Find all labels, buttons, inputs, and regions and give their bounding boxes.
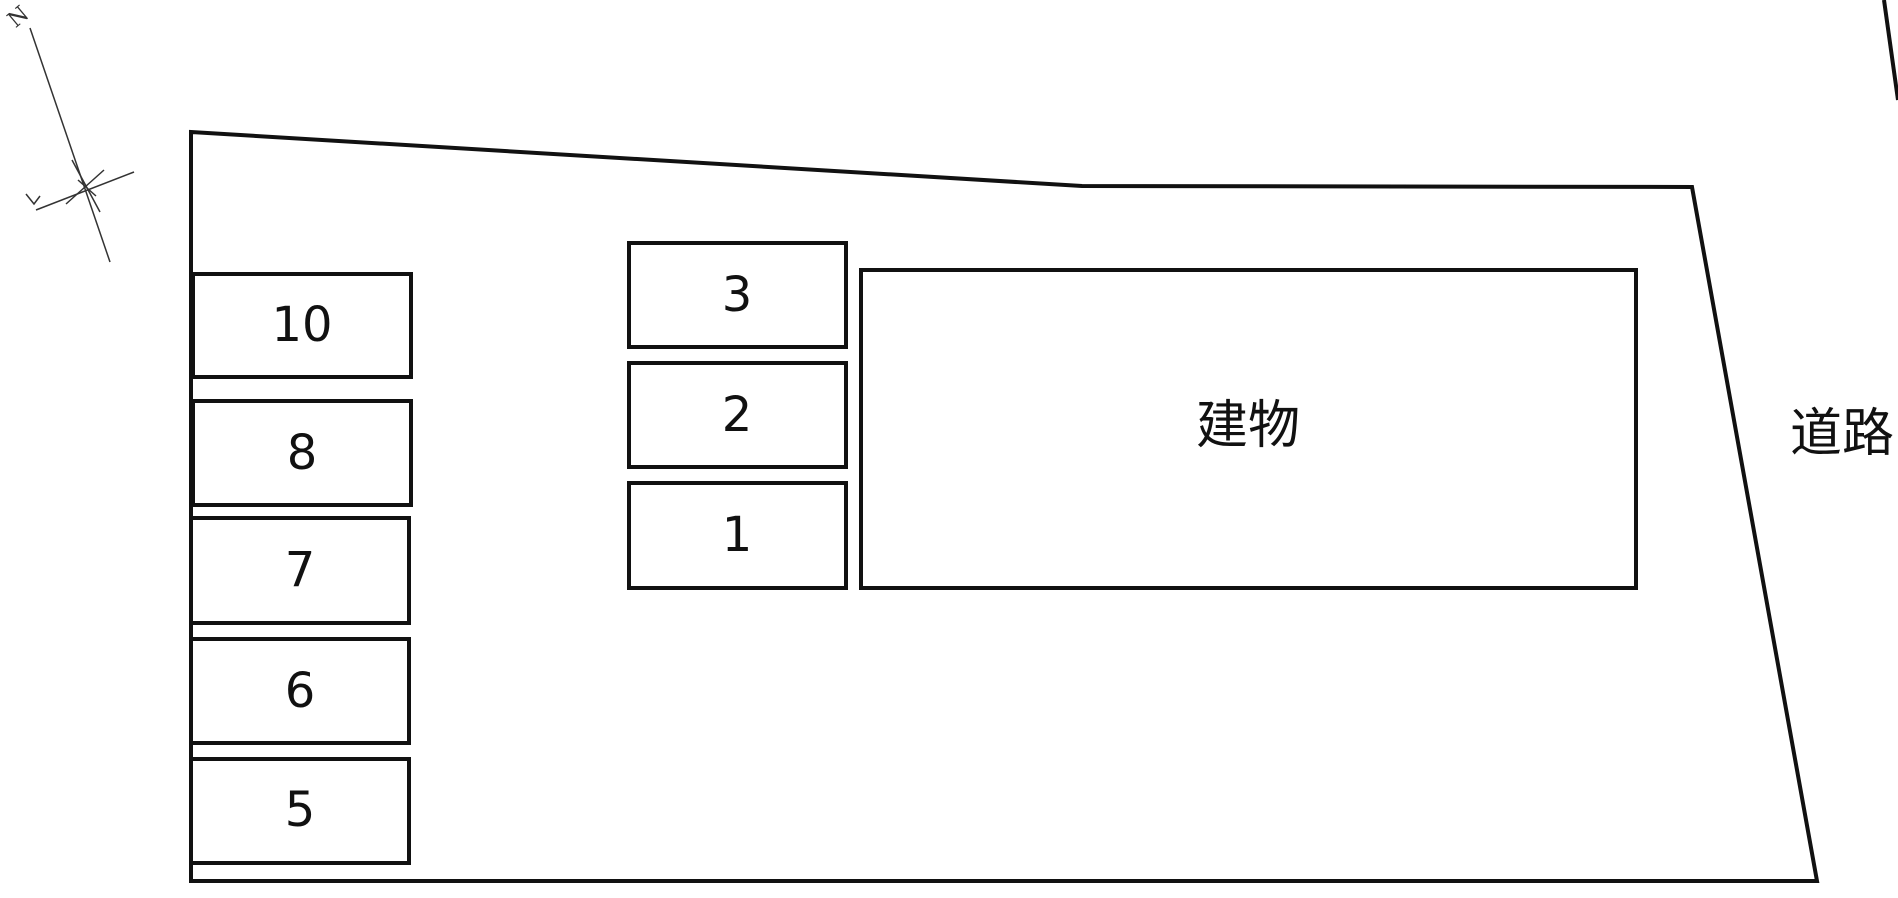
- parking-space-number: 7: [285, 542, 316, 598]
- building: 建物: [859, 268, 1638, 590]
- parking-space-number: 5: [285, 782, 316, 838]
- lot-boundary: [189, 129, 1820, 883]
- building-label: 建物: [1196, 396, 1300, 456]
- parking-space: 1: [627, 481, 848, 590]
- parking-space-number: 6: [285, 663, 316, 719]
- parking-space: 7: [189, 516, 411, 625]
- parking-space-number: 2: [722, 387, 753, 443]
- parking-space: 6: [189, 637, 411, 745]
- road-label: 道路: [1790, 404, 1894, 464]
- parking-space-number: 8: [287, 425, 318, 481]
- north-arrow-icon: N: [3, 2, 135, 263]
- road-edge: [1882, 0, 1898, 101]
- parking-space-number: 1: [722, 507, 753, 563]
- parking-space: 3: [627, 241, 848, 349]
- parking-space-number: 10: [271, 297, 332, 353]
- parking-space: 10: [191, 272, 413, 379]
- parking-space: 2: [627, 361, 848, 469]
- parking-space: 5: [189, 757, 411, 865]
- parking-space-number: 3: [722, 267, 753, 323]
- parking-space: 8: [191, 399, 413, 507]
